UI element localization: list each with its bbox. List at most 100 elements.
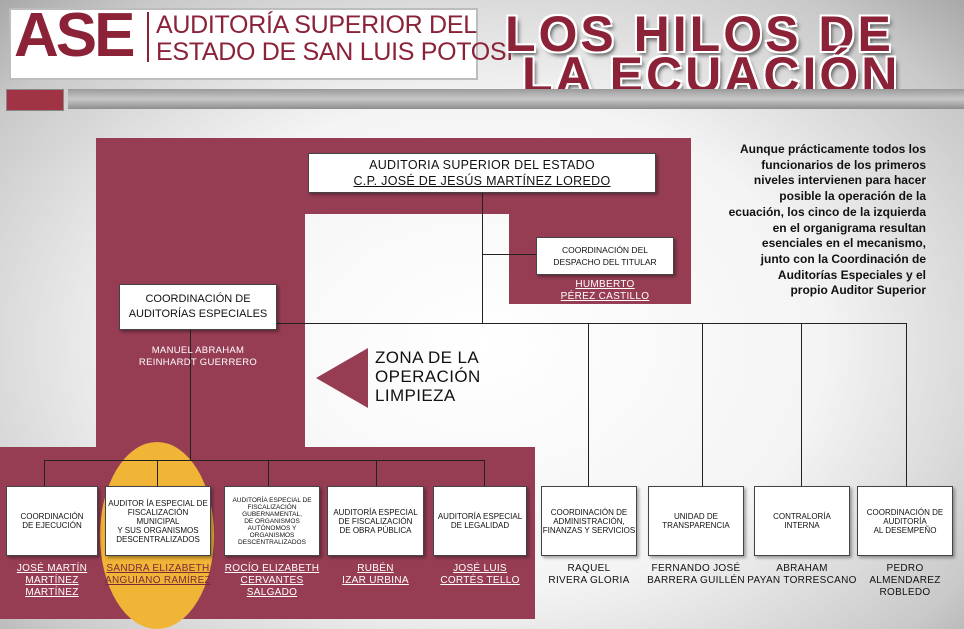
unit-line: AUDITOR ÍA ESPECIAL DE: [108, 498, 208, 508]
header-accent-bar: [6, 89, 64, 111]
institution-name-line1: AUDITORÍA SUPERIOR DEL: [156, 11, 477, 39]
unit-name-line: MARTÍNEZ: [25, 575, 79, 586]
note-line: esenciales en el mecanismo,: [761, 236, 926, 251]
connector-main-horizontal: [190, 323, 906, 324]
unit-name-line: ANGUIANO RAMÍREZ: [105, 575, 211, 586]
unit-line: DESCENTRALIZADOS: [238, 538, 306, 546]
unit-box-legalidad: AUDITORÍA ESPECIAL DE LEGALIDAD: [433, 486, 527, 556]
connector-especiales-vertical: [190, 330, 191, 460]
unit-name-line: RAQUEL: [567, 563, 611, 574]
unit-line: Y SUS ORGANISMOS: [117, 525, 199, 535]
especiales-name-line1: MANUEL ABRAHAM: [151, 345, 245, 356]
unit-name-line: JOSÉ MARTÍN: [16, 563, 88, 574]
despacho-box: COORDINACIÓN DEL DESPACHO DEL TITULAR: [536, 237, 674, 275]
unit-name-legalidad: JOSÉ LUIS CORTÉS TELLO: [433, 563, 527, 587]
unit-line: TRANSPARENCIA: [662, 521, 730, 530]
unit-line: MUNICIPAL: [136, 516, 180, 526]
unit-line: FINANZAS Y SERVICIOS: [542, 525, 636, 535]
despacho-name-line2: PÉREZ CASTILLO: [560, 291, 650, 302]
unit-name-contraloria: ABRAHAM PAYAN TORRESCANO: [746, 563, 858, 587]
unit-name-line: PEDRO: [886, 563, 924, 574]
connector-despacho-h: [482, 254, 536, 255]
unit-line: ORGANISMOS: [249, 531, 295, 539]
especiales-name: MANUEL ABRAHAM REINHARDT GUERRERO: [119, 345, 277, 369]
connector-right-drop-1: [588, 323, 589, 486]
unit-line: GUBERNAMENTAL,: [242, 510, 302, 518]
unit-name-administracion: RAQUEL RIVERA GLORIA: [541, 563, 637, 587]
top-auditor-title: AUDITORIA SUPERIOR DEL ESTADO: [369, 158, 595, 172]
unit-box-transparencia: UNIDAD DE TRANSPARENCIA: [648, 486, 744, 556]
connector-right-drop-2: [702, 323, 703, 486]
unit-box-gubernamental: AUDITORÍA ESPECIAL DE FISCALIZACIÓN GUBE…: [224, 486, 320, 556]
unit-name-obra-publica: RUBÉN IZAR URBINA: [327, 563, 424, 587]
especiales-name-line2: REINHARDT GUERRERO: [138, 357, 258, 368]
unit-name-line: ROBLEDO: [879, 587, 931, 598]
unit-line: AUTÓNOMOS Y: [247, 524, 297, 532]
unit-name-line: SALGADO: [246, 587, 298, 598]
unit-box-obra-publica: AUDITORÍA ESPECIAL DE FISCALIZACIÓN DE O…: [327, 486, 424, 556]
unit-box-desempeno: COORDINACIÓN DE AUDITORÍA AL DESEMPEÑO: [857, 486, 953, 556]
unit-name-line: CERVANTES: [240, 575, 304, 586]
unit-name-line: SANDRA ELIZABETH: [106, 563, 210, 574]
unit-name-gubernamental: ROCÍO ELIZABETH CERVANTES SALGADO: [218, 563, 326, 599]
zona-label: ZONA DE LA OPERACIÓN LIMPIEZA: [375, 348, 481, 405]
connector-left-drop-1: [44, 460, 45, 486]
unit-line: DE LEGALIDAD: [450, 521, 510, 530]
note-line: ecuación, los cinco de la izquierda: [728, 204, 926, 219]
unit-name-desempeno: PEDRO ALMENDAREZ ROBLEDO: [857, 563, 953, 599]
top-auditor-box: AUDITORIA SUPERIOR DEL ESTADO C.P. JOSÉ …: [308, 153, 656, 193]
connector-left-horizontal: [44, 460, 484, 461]
unit-line: DESCENTRALIZADOS: [116, 534, 200, 544]
unit-line: AUDITORÍA ESPECIAL DE: [232, 496, 312, 504]
top-auditor-person: C.P. JOSÉ DE JESÚS MARTÍNEZ LOREDO: [353, 174, 611, 188]
unit-name-line: RIVERA GLORIA: [548, 575, 630, 586]
unit-box-contraloria: CONTRALORÍA INTERNA: [754, 486, 850, 556]
logo-box: [9, 8, 478, 80]
note-line: Aunque prácticamente todos los: [739, 142, 926, 156]
unit-line: COORDINACIÓN DE: [866, 507, 944, 517]
unit-name-line: CORTÉS TELLO: [440, 575, 520, 586]
unit-name-line: PAYAN TORRESCANO: [747, 575, 857, 586]
unit-line: UNIDAD DE: [673, 512, 718, 521]
unit-box-municipal: AUDITOR ÍA ESPECIAL DE FISCALIZACIÓN MUN…: [105, 486, 211, 556]
unit-box-administracion: COORDINACIÓN DE ADMINISTRACIÓN, FINANZAS…: [541, 486, 637, 556]
unit-name-line: BARRERA GUILLÉN: [647, 575, 745, 586]
especiales-box: COORDINACIÓN DE AUDITORÍAS ESPECIALES: [119, 284, 277, 330]
especiales-line1: COORDINACIÓN DE: [145, 293, 251, 305]
note-line: Auditorías Especiales y el: [777, 267, 926, 282]
unit-line: AUDITORÍA ESPECIAL: [437, 512, 523, 521]
note-line: funcionarios de los primeros: [761, 157, 926, 172]
unit-line: AUDITORÍA: [883, 516, 927, 526]
page-title-line1: LOS HILOS DE: [505, 6, 894, 62]
unit-line: DE EJECUCIÓN: [22, 521, 82, 530]
unit-name-line: JOSÉ LUIS: [453, 563, 507, 574]
unit-name-line: IZAR URBINA: [342, 575, 409, 586]
unit-line: COORDINACIÓN DE: [550, 507, 628, 517]
unit-line: CONTRALORÍA: [773, 512, 831, 521]
despacho-name-line1: HUMBERTO: [575, 279, 635, 290]
zona-line2: OPERACIÓN: [375, 367, 481, 386]
unit-line: FISCALIZACIÓN: [127, 507, 189, 517]
connector-left-drop-3: [268, 460, 269, 486]
note-line: posible la operación de la: [779, 189, 926, 204]
note-line: niveles intervienen para hacer: [753, 173, 926, 188]
connector-top-vertical: [482, 192, 483, 324]
connector-left-drop-4: [376, 460, 377, 486]
unit-line: FISCALIZACIÓN: [247, 503, 297, 511]
unit-line: ADMINISTRACIÓN,: [553, 516, 625, 526]
logo-separator: [147, 12, 149, 62]
despacho-line1: COORDINACIÓN DEL: [562, 245, 648, 255]
despacho-line2: DESPACHO DEL TITULAR: [553, 257, 657, 267]
zona-arrow-icon: [316, 348, 368, 408]
unit-line: DE OBRA PÚBLICA: [339, 525, 412, 535]
ase-logo: ASE: [14, 1, 135, 70]
unit-line: AL DESEMPEÑO: [873, 525, 937, 535]
unit-name-line: ABRAHAM: [776, 563, 828, 574]
header-divider-bar: [68, 89, 964, 109]
unit-line: COORDINACIÓN: [20, 512, 84, 521]
especiales-line2: AUDITORÍAS ESPECIALES: [128, 308, 268, 320]
explanatory-note: Aunque prácticamente todos los funcionar…: [690, 142, 926, 299]
note-line: en el organigrama resultan: [772, 220, 926, 235]
unit-name-line: FERNANDO JOSÉ: [651, 563, 741, 574]
unit-line: AUDITORÍA ESPECIAL: [333, 507, 418, 517]
